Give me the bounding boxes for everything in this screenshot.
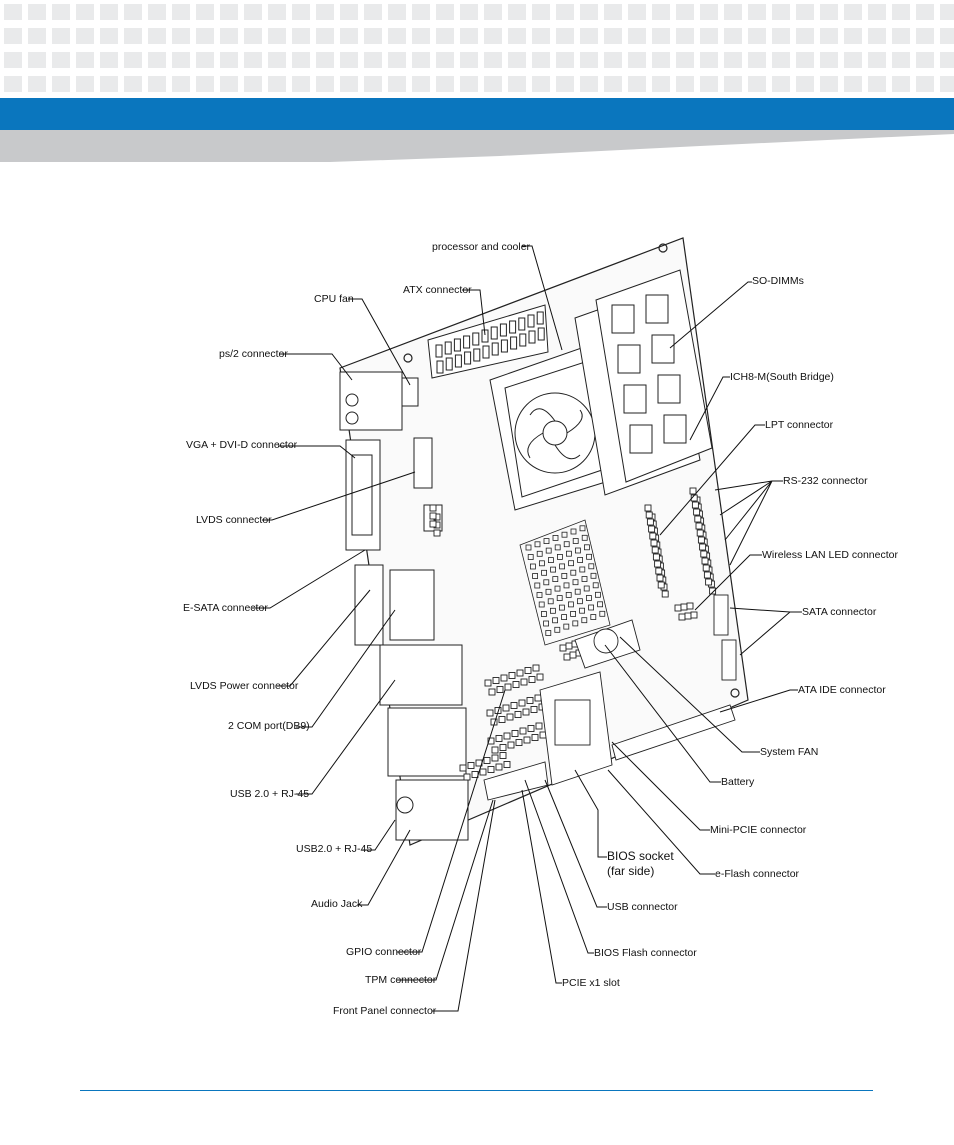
label-tpm-connector: TPM connector <box>365 974 437 986</box>
label-mini-pcie-connector: Mini-PCIE connector <box>710 824 807 836</box>
header-grey-band <box>0 130 954 162</box>
leader-lines <box>252 245 802 1012</box>
header-blue-band <box>0 98 954 130</box>
pin-headers-shape <box>429 487 737 801</box>
label-wireless-lan-led: Wireless LAN LED connector <box>762 549 898 561</box>
label-usb-rj45-b: USB2.0 + RJ-45 <box>296 843 372 855</box>
label-so-dimms: SO-DIMMs <box>752 275 804 287</box>
label-ich8m: ICH8-M(South Bridge) <box>730 371 834 383</box>
label-bios-socket: BIOS socket <box>607 849 674 863</box>
atx-connector-shape <box>427 304 549 379</box>
so-dimm-shape <box>574 269 713 496</box>
callout-labels: processor and cooler ATX connector CPU f… <box>183 241 898 1017</box>
label-pcie-x1-slot: PCIE x1 slot <box>562 977 620 989</box>
label-sata-connector: SATA connector <box>802 606 877 618</box>
label-bios-flash-connector: BIOS Flash connector <box>594 947 697 959</box>
label-com-port: 2 COM port(DB9) <box>228 720 310 732</box>
label-processor-and-cooler: processor and cooler <box>432 241 531 253</box>
label-rs232-connector: RS-232 connector <box>783 475 868 487</box>
label-cpu-fan: CPU fan <box>314 293 354 305</box>
label-ps2-connector: ps/2 connector <box>219 348 288 360</box>
label-ata-ide-connector: ATA IDE connector <box>798 684 886 696</box>
label-atx-connector: ATX connector <box>403 284 472 296</box>
label-esata-connector: E-SATA connector <box>183 602 268 614</box>
header-square-pattern <box>4 4 954 92</box>
label-battery: Battery <box>721 776 755 788</box>
label-lpt-connector: LPT connector <box>765 419 834 431</box>
label-front-panel-connector: Front Panel connector <box>333 1005 437 1017</box>
label-eflash-connector: e-Flash connector <box>715 868 800 880</box>
footer-rule <box>80 1090 873 1091</box>
label-lvds-power-connector: LVDS Power connector <box>190 680 299 692</box>
label-audio-jack: Audio Jack <box>311 898 363 910</box>
label-lvds-connector: LVDS connector <box>196 514 272 526</box>
label-usb-rj45-a: USB 2.0 + RJ-45 <box>230 788 309 800</box>
label-usb-connector: USB connector <box>607 901 678 913</box>
label-vga-dvi-connector: VGA + DVI-D connector <box>186 439 298 451</box>
label-bios-socket-far-side: (far side) <box>607 864 654 878</box>
heatsink-shape <box>519 519 611 646</box>
cooler-shape <box>489 344 613 511</box>
label-system-fan: System FAN <box>760 746 818 758</box>
label-gpio-connector: GPIO connector <box>346 946 422 958</box>
